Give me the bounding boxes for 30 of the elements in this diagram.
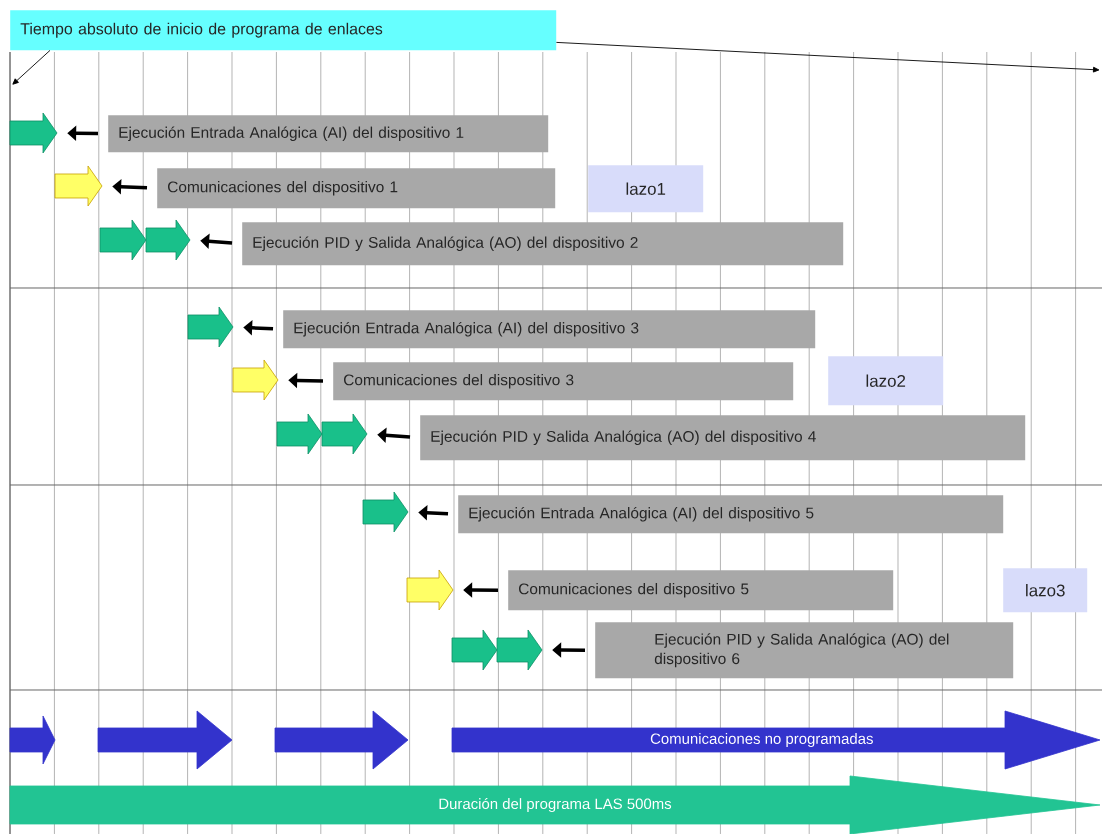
time-slot-marker (496, 629, 543, 671)
title-box: Tiempo absoluto de inicio de programa de enlaces (10, 10, 557, 51)
loop-label-box: lazo2 (828, 356, 944, 406)
time-slot-marker (187, 306, 234, 348)
time-slot-marker (321, 413, 368, 455)
task-box: Ejecución Entrada Analógica (AI) del dispositivo 5 (458, 495, 1004, 534)
time-slot-marker (274, 710, 409, 770)
task-box: Comunicaciones del dispositivo 3 (333, 362, 794, 401)
task-box: Ejecución Entrada Analógica (AI) del dispositivo 1 (108, 115, 549, 153)
time-slot-marker (406, 569, 454, 611)
time-slot-marker (145, 219, 191, 261)
task-box: Ejecución PID y Salida Analógica (AO) del dispositivo 6 (595, 622, 1014, 679)
time-slot-marker (99, 219, 147, 261)
task-box: Ejecución Entrada Analógica (AI) del dispositivo 3 (283, 310, 816, 349)
loop-label-box: lazo1 (588, 165, 704, 213)
time-slot-marker (9, 715, 56, 765)
time-slot-marker (54, 165, 103, 207)
task-box: Comunicaciones del dispositivo 1 (157, 168, 556, 209)
time-slot-marker (276, 413, 323, 455)
loop-label-box: lazo3 (1003, 568, 1088, 613)
time-slot-marker (451, 629, 498, 671)
task-box: Ejecución PID y Salida Analógica (AO) del dispositivo 4 (420, 415, 1026, 461)
time-slot-marker (362, 491, 409, 533)
time-slot-marker (97, 710, 233, 770)
time-slot-marker (9, 112, 58, 154)
time-slot-marker (232, 359, 279, 401)
pointer-arrow (12, 49, 51, 85)
task-box: Ejecución PID y Salida Analógica (AO) del dispositivo 2 (242, 222, 844, 266)
pointer-arrow (555, 41, 1100, 73)
task-box: Comunicaciones del dispositivo 5 (508, 570, 894, 611)
